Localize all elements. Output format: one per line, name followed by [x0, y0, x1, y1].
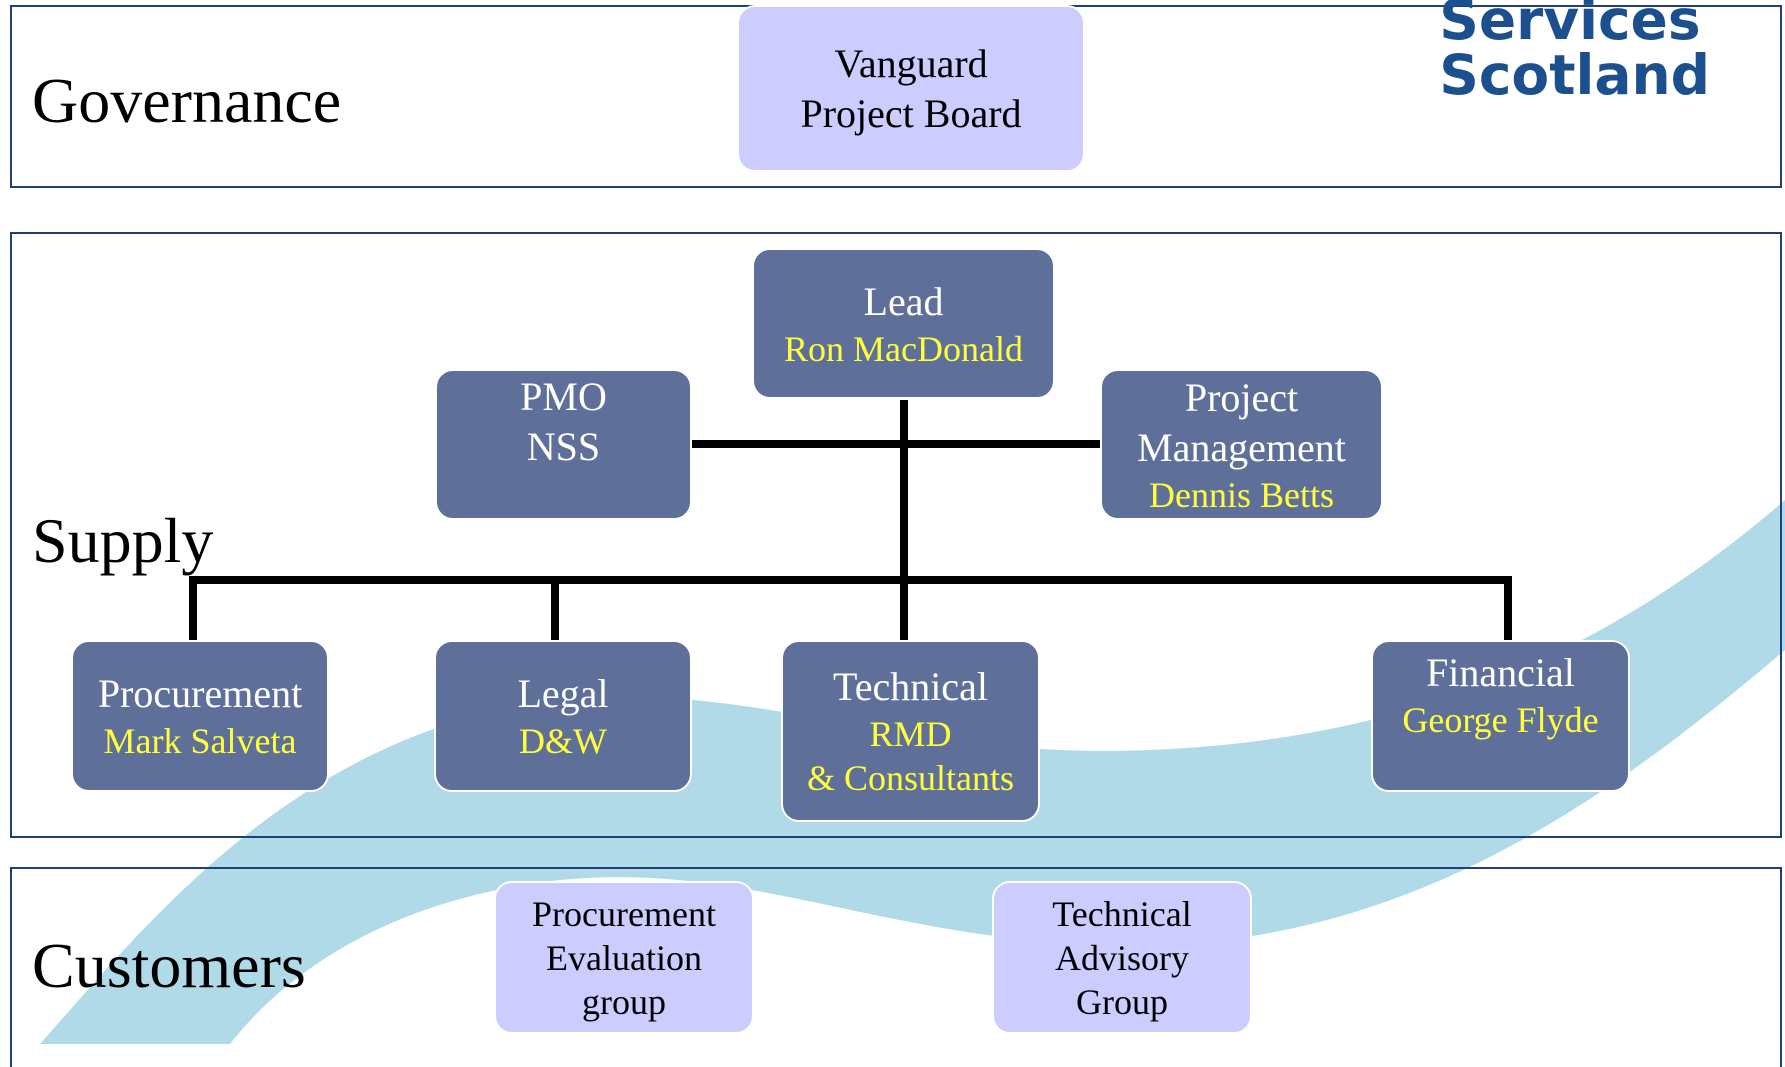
pmo-line1: PMO	[520, 374, 607, 419]
customers-label: Customers	[32, 930, 306, 1001]
peg-line3: group	[582, 981, 666, 1022]
financial-name: George Flyde	[1402, 700, 1599, 740]
lead-name: Ron MacDonald	[784, 328, 1023, 369]
logo-line1: Services	[1439, 0, 1701, 52]
supply-label: Supply	[32, 505, 214, 576]
technical-name2: & Consultants	[806, 758, 1015, 798]
procurement-role: Procurement	[97, 671, 303, 716]
pmo-line2: NSS	[526, 424, 601, 469]
customers-section: Customers	[10, 867, 1782, 1067]
legal-box: Legal D&W	[434, 640, 692, 792]
technical-advisory-group-box: Technical Advisory Group	[992, 881, 1252, 1034]
tag-line3: Group	[1076, 981, 1168, 1022]
vanguard-project-board-box: Vanguard Project Board	[737, 5, 1085, 172]
lead-box: Lead Ron MacDonald	[752, 248, 1055, 399]
governance-label: Governance	[32, 65, 342, 136]
financial-role: Financial	[1426, 650, 1575, 695]
logo: Services Scotland	[1439, 0, 1710, 103]
pm-name: Dennis Betts	[1149, 474, 1334, 515]
peg-line1: Procurement	[532, 893, 716, 934]
supply-section: Supply	[10, 232, 1782, 838]
legal-name: D&W	[519, 721, 607, 761]
board-line2: Project Board	[800, 90, 1022, 136]
pm-line1: Project	[1184, 374, 1299, 420]
peg-line2: Evaluation	[546, 937, 702, 978]
org-connectors	[189, 400, 1512, 640]
board-line1: Vanguard	[834, 40, 988, 86]
technical-role: Technical	[833, 664, 988, 709]
pmo-box: PMO NSS	[435, 369, 692, 520]
tag-line1: Technical	[1052, 893, 1192, 934]
logo-line2: Scotland	[1439, 43, 1710, 107]
procurement-box: Procurement Mark Salveta	[71, 640, 329, 792]
pm-line2: Management	[1137, 424, 1346, 470]
technical-name1: RMD	[869, 714, 952, 754]
lead-role: Lead	[863, 278, 944, 324]
procurement-evaluation-group-box: Procurement Evaluation group	[494, 881, 754, 1034]
technical-box: Technical RMD & Consultants	[781, 640, 1040, 822]
financial-box: Financial George Flyde	[1371, 640, 1630, 792]
procurement-name: Mark Salveta	[103, 721, 297, 761]
tag-line2: Advisory	[1055, 937, 1189, 978]
project-management-box: Project Management Dennis Betts	[1100, 369, 1383, 520]
legal-role: Legal	[517, 671, 609, 716]
